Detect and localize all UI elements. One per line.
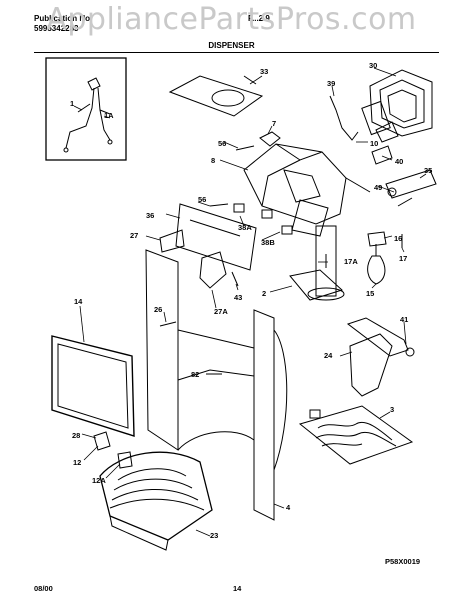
heater-pad [298,405,414,465]
footer-date: 08/00 [34,584,53,593]
callout-15: 15 [366,289,374,298]
callout-17A: 17A [344,257,358,266]
callout-27A: 27A [214,307,228,316]
top-cover-plate [168,75,264,117]
header-rule [34,52,439,53]
callout-labels: 1 1A 33 39 30 7 10 56 8 40 35 49 56 36 3… [70,61,432,540]
ice-chute [289,225,345,301]
callout-33: 33 [260,67,268,76]
callout-43: 43 [234,293,242,302]
hinge-clip-alt [117,451,133,469]
callout-12: 12 [73,458,81,467]
callout-56-upper: 56 [218,139,226,148]
inset-wiring-harness [45,57,127,161]
callout-28: 28 [72,431,80,440]
callout-26: 26 [154,305,162,314]
callout-1: 1 [70,99,74,108]
drip-tray [99,451,213,551]
callout-82: 82 [191,370,199,379]
callout-3: 3 [390,405,394,414]
motor-assembly [371,121,437,207]
leader-lines [73,67,427,537]
callout-56-lower: 56 [198,195,206,204]
callout-8: 8 [211,156,215,165]
actuator-assembly [361,69,433,137]
callout-12A: 12A [92,476,106,485]
model-number: F...2.9 [248,14,270,23]
hinge-clip [93,431,111,451]
callout-41: 41 [400,315,408,324]
dispenser-housing [243,143,371,237]
callout-38A: 38A [238,223,252,232]
publication-label: Publication No. [34,14,93,23]
spring-wire [329,95,359,141]
callout-27: 27 [130,231,138,240]
callout-14: 14 [74,297,83,306]
callout-17: 17 [399,254,407,263]
publication-number: 5995342283 [34,24,79,33]
page-number: 14 [233,584,242,593]
callout-4: 4 [286,503,291,512]
callout-2: 2 [262,289,266,298]
callout-23: 23 [210,531,218,540]
light-socket [367,231,387,285]
ice-paddle [159,229,227,289]
cabinet-frame [145,249,288,521]
callout-40: 40 [395,157,403,166]
callout-24: 24 [324,351,333,360]
callout-1A: 1A [104,111,114,120]
diagram-code: P58X0019 [385,557,421,566]
callout-16: 16 [394,234,402,243]
callout-39: 39 [327,79,335,88]
watermark: AppliancePartsPros.com [46,2,417,37]
callout-49: 49 [374,183,382,192]
callout-36: 36 [146,211,154,220]
actuator-plate [175,203,293,271]
dispenser-door [51,335,135,437]
callout-7: 7 [272,119,276,128]
page-title: DISPENSER [208,41,255,50]
callout-38B: 38B [261,238,275,247]
callout-35: 35 [424,166,432,175]
water-valve [346,317,415,397]
callout-10: 10 [370,139,378,148]
callout-30: 30 [369,61,377,70]
